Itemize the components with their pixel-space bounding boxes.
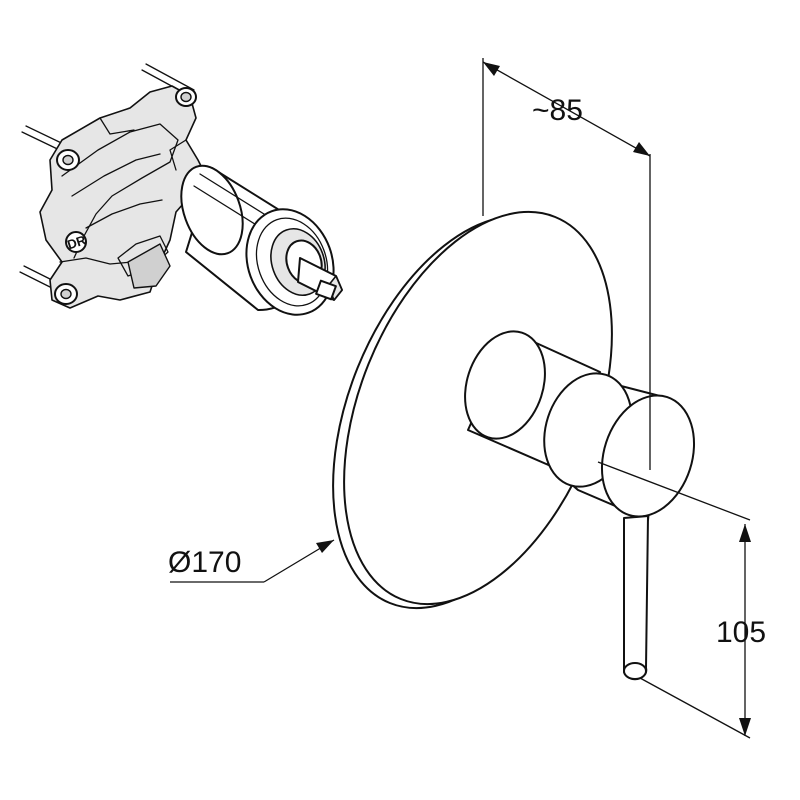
height-dimension-label: 105 <box>716 616 766 649</box>
diameter-dimension-label: Ø170 <box>168 546 241 579</box>
valve-stamp: DR <box>65 231 88 253</box>
concealed-valve-body: DR <box>19 63 343 316</box>
handle-lever-stem <box>623 515 649 681</box>
valve-housing <box>39 85 207 309</box>
valve-stamp-text: DR <box>65 232 88 252</box>
screw-bosses <box>54 87 197 305</box>
depth-dimension-label: ~85 <box>532 94 583 127</box>
cartridge-cylinder <box>180 164 335 316</box>
height-dimension: 105 <box>597 461 766 739</box>
diameter-dimension: Ø170 <box>168 539 335 583</box>
valve-spindle <box>297 257 343 301</box>
handle-lever-body <box>543 372 696 521</box>
escutcheon-assembly <box>332 210 696 681</box>
depth-dimension: ~85 <box>482 58 651 470</box>
